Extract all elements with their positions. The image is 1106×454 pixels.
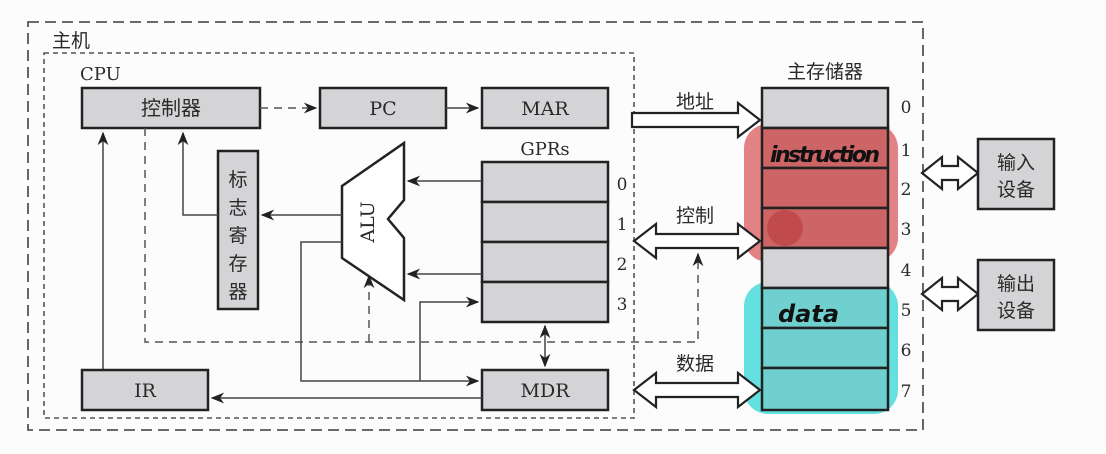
gpr-index-0: 0	[617, 175, 628, 195]
svg-text:3: 3	[901, 220, 912, 240]
memory-cell-4[interactable]	[760, 246, 890, 290]
input-device-bus-arrow	[920, 154, 980, 192]
to-gpr3-arrow	[419, 296, 480, 381]
flag-register-box[interactable]	[216, 149, 260, 311]
memory-label: 主存储器	[787, 61, 863, 83]
control-bus-arrow	[632, 221, 762, 261]
address-bus-arrow	[630, 100, 762, 140]
svg-text:存: 存	[228, 253, 247, 275]
input-device-label-line2: 设备	[997, 179, 1035, 201]
mar-label: MAR	[521, 98, 569, 120]
pc-label: PC	[369, 98, 396, 120]
ir-box[interactable]	[80, 368, 210, 412]
gprs-register-file	[480, 160, 610, 324]
memory-indices: 0 1 2 3 4 5 6 7	[901, 98, 912, 402]
output-device-label-line1: 输出	[997, 273, 1035, 295]
data-annotation: data	[778, 300, 839, 328]
svg-text:寄: 寄	[228, 225, 247, 247]
gpr-3[interactable]	[480, 280, 610, 324]
svg-text:4: 4	[901, 261, 912, 281]
svg-text:0: 0	[901, 98, 912, 118]
alu-label: ALU	[357, 201, 379, 243]
memory-cell-2[interactable]	[760, 166, 890, 210]
input-device-box[interactable]	[976, 137, 1056, 211]
data-bus-label: 数据	[676, 353, 714, 375]
svg-text:志: 志	[228, 197, 247, 219]
address-bus-label: 地址	[676, 91, 714, 113]
svg-text:7: 7	[901, 382, 912, 402]
svg-text:6: 6	[901, 341, 912, 361]
svg-text:器: 器	[228, 281, 247, 303]
input-device-label-line1: 输入	[997, 152, 1035, 174]
gprs-label: GPRs	[520, 139, 569, 160]
gpr-index-2: 2	[617, 255, 628, 275]
host-frame	[27, 21, 924, 431]
alu-to-mdr-arrow	[300, 241, 480, 387]
output-device-box[interactable]	[976, 258, 1056, 332]
mar-box[interactable]	[480, 86, 610, 130]
host-label: 主机	[52, 30, 90, 52]
mdr-box[interactable]	[480, 368, 610, 412]
memory-cell-1[interactable]	[760, 126, 890, 170]
gpr-0[interactable]	[480, 160, 610, 204]
svg-text:2: 2	[901, 180, 912, 200]
pc-box[interactable]	[318, 86, 448, 130]
svg-text:1: 1	[901, 141, 912, 161]
memory-cell-6[interactable]	[760, 326, 890, 370]
mdr-label: MDR	[521, 380, 571, 402]
cpu-label: CPU	[80, 64, 121, 85]
gpr-index-3: 3	[617, 295, 628, 315]
output-device-label-line2: 设备	[997, 300, 1035, 322]
svg-text:5: 5	[901, 301, 912, 321]
main-memory	[760, 86, 890, 412]
control-bus-label: 控制	[676, 205, 714, 227]
highlight-overlap-mark	[767, 210, 803, 246]
gpr-index-1: 1	[617, 215, 628, 235]
alu-shape[interactable]	[340, 140, 406, 303]
control-signal-line	[144, 128, 704, 343]
flag-register-label: 标 志 寄 存 器	[228, 169, 247, 303]
ir-label: IR	[134, 380, 157, 402]
controller-label: 控制器	[141, 96, 201, 120]
output-device-bus-arrow	[920, 275, 980, 313]
gpr-2[interactable]	[480, 240, 610, 284]
gpr-1[interactable]	[480, 200, 610, 244]
memory-cell-0[interactable]	[760, 86, 890, 130]
data-bus-arrow	[632, 370, 762, 410]
memory-cell-7[interactable]	[760, 366, 890, 412]
flag-to-controller-arrow	[177, 131, 218, 216]
svg-text:标: 标	[228, 169, 247, 191]
instruction-annotation: instruction	[770, 143, 880, 168]
